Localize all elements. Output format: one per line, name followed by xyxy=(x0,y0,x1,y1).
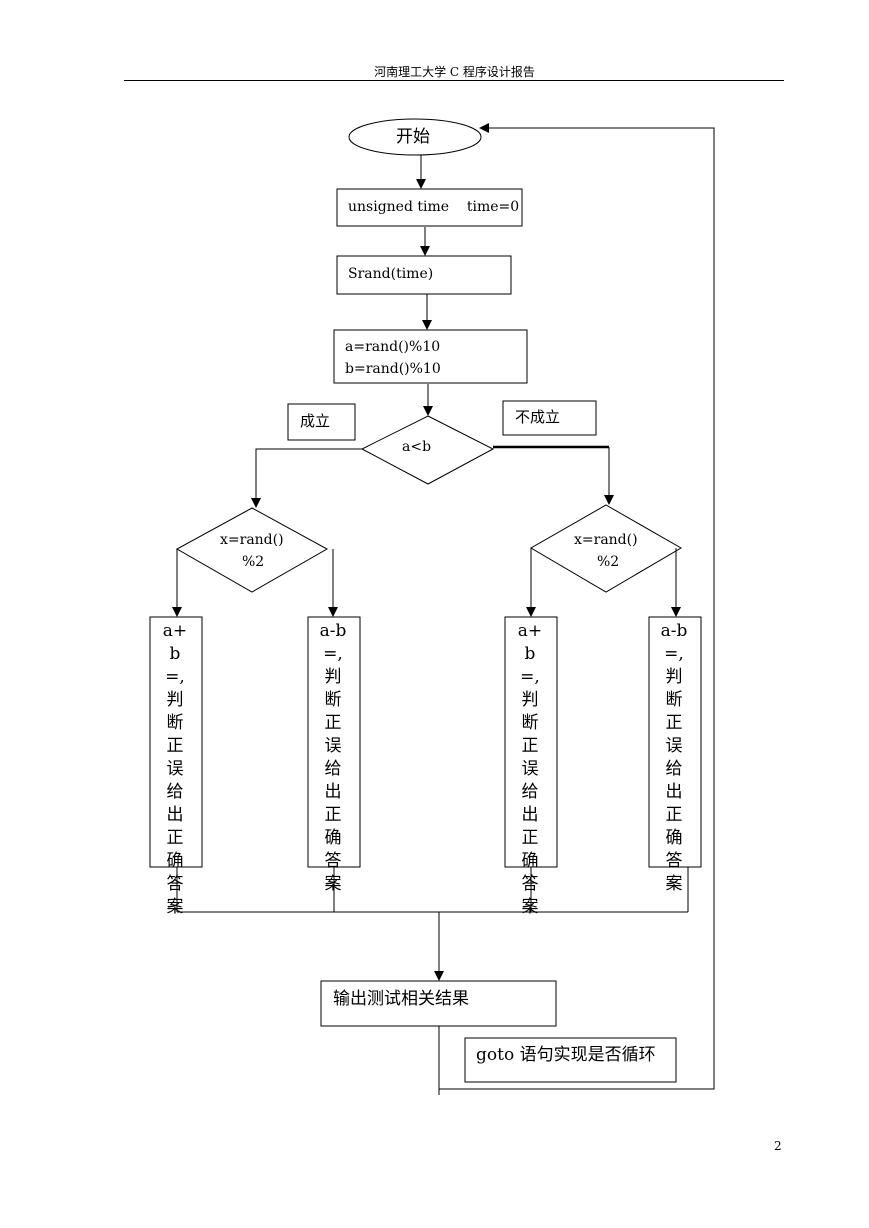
random-right-line1: x=rand() xyxy=(574,532,638,548)
label-false-box xyxy=(502,400,597,436)
random-left-line2: %2 xyxy=(242,554,265,570)
header-rule xyxy=(124,80,784,81)
init-label: unsigned time time=0 xyxy=(348,199,520,215)
start-label: 开始 xyxy=(396,127,430,147)
page-header-title: 河南理工大学 C 程序设计报告 xyxy=(374,65,535,79)
false-label: 不成立 xyxy=(515,408,561,426)
start-ellipse xyxy=(348,118,482,156)
answer-box-1 xyxy=(149,616,203,868)
answer-box-1-text: a+b=,判断正误给出正确答案 xyxy=(162,621,188,917)
page-number: 2 xyxy=(774,1139,782,1153)
srand-box xyxy=(336,255,512,295)
srand-label: Srand(time) xyxy=(348,266,434,282)
random-left-diamond xyxy=(175,507,329,593)
condition-diamond xyxy=(360,415,495,485)
loop-label: goto 语句实现是否循环 xyxy=(476,1045,656,1065)
assign-a-label: a=rand()%10 xyxy=(345,339,441,355)
assign-b-label: b=rand()%10 xyxy=(345,361,441,377)
init-box xyxy=(336,188,523,227)
answer-box-3 xyxy=(504,616,558,868)
condition-label: a<b xyxy=(402,439,432,455)
random-right-diamond xyxy=(530,504,682,593)
answer-box-4 xyxy=(648,616,702,868)
random-left-line1: x=rand() xyxy=(220,532,284,548)
answer-box-2 xyxy=(307,616,361,868)
true-label: 成立 xyxy=(300,412,331,430)
random-right-line2: %2 xyxy=(597,554,620,570)
label-true-box xyxy=(287,403,356,441)
arrow-true-branch xyxy=(251,448,362,508)
answer-box-4-text: a-b=,判断正误给出正确答案 xyxy=(660,621,688,894)
answer-box-3-text: a+b=,判断正误给出正确答案 xyxy=(517,621,543,917)
loop-back-line xyxy=(439,123,715,1090)
answer-box-2-text: a-b=,判断正误给出正确答案 xyxy=(319,621,347,894)
assign-box xyxy=(333,329,528,384)
loop-box xyxy=(464,1037,677,1083)
output-box xyxy=(320,980,557,1027)
output-label: 输出测试相关结果 xyxy=(333,989,469,1009)
